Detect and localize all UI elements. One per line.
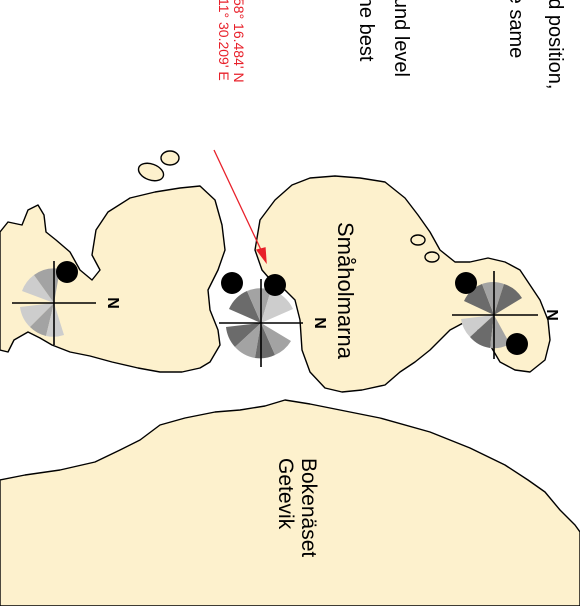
place-label-bokenaset: Bokenäset [297,458,320,558]
marker-dot-east-b [506,333,528,355]
note-line-2: the same [505,0,527,59]
note-line-3: ground level [390,0,412,77]
islet-4 [424,251,440,263]
note-line-4: ot the best [355,0,377,62]
north-label-west: N [103,297,121,309]
coordinate-lon: 11° 30.209' E [216,0,232,81]
mainland-bokenaset [0,399,580,607]
coordinate-label: 58° 16.484' N 11° 30.209' E [216,0,247,83]
marker-dot-centre-b [264,274,286,296]
islet-3 [410,234,426,246]
note-line-1: ood position, [544,0,566,90]
islet-1 [137,162,165,182]
north-label-centre: N [310,317,328,329]
marker-dot-centre-a [221,272,243,294]
coordinate-lat: 58° 16.484' N [231,0,247,83]
compass-rose-centre [219,279,303,367]
place-label-getevik: Getevik [274,458,297,530]
marker-dot-east-a [455,272,477,294]
place-label-smaholmarna: Småholmarna [333,222,358,359]
north-label-east: N [542,309,560,321]
compass-rose-west [12,261,96,345]
place-label-mainland: Bokenäset Getevik [274,458,320,557]
island-smaholmarna [254,175,551,393]
coordinate-pointer [213,149,267,265]
marker-dot-west [56,261,78,283]
islet-2 [160,150,180,166]
